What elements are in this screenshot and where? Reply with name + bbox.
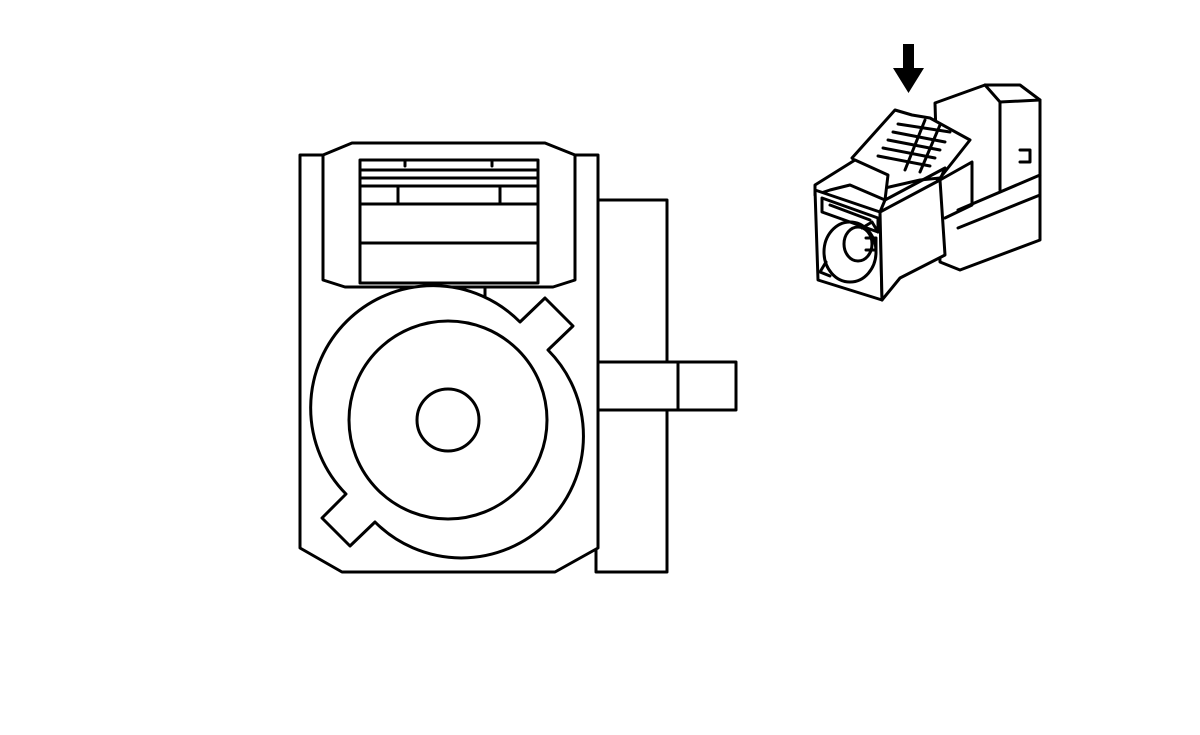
bayonet-ring-inner (347, 319, 549, 521)
center-contact-pin (415, 387, 481, 453)
connector-front-view-icon (298, 141, 738, 574)
side-face-rail (878, 166, 947, 214)
rear-housing (933, 83, 1042, 272)
front-bayonet-key-bottom (818, 260, 832, 278)
front-bayonet-slot (864, 236, 878, 252)
side-face (878, 178, 947, 302)
latch-ridge-6 (903, 118, 942, 174)
front-bayonet-key-top (860, 220, 880, 234)
latch-ridge-5 (876, 154, 932, 168)
down-arrow-shape (893, 44, 924, 93)
connector-perspective-view-icon (813, 83, 1042, 302)
front-bayonet-inner (842, 225, 874, 263)
bayonet-ring-outer (309, 284, 585, 560)
front-bayonet-outer (822, 220, 878, 284)
down-arrow-icon (893, 44, 924, 93)
terminal-tab (594, 360, 738, 412)
front-window-lip (828, 203, 872, 222)
rear-housing-slot (1018, 148, 1032, 164)
latch-tab-top (403, 158, 494, 168)
latch-ridge-1 (896, 122, 952, 134)
side-face-ledge (938, 160, 974, 220)
